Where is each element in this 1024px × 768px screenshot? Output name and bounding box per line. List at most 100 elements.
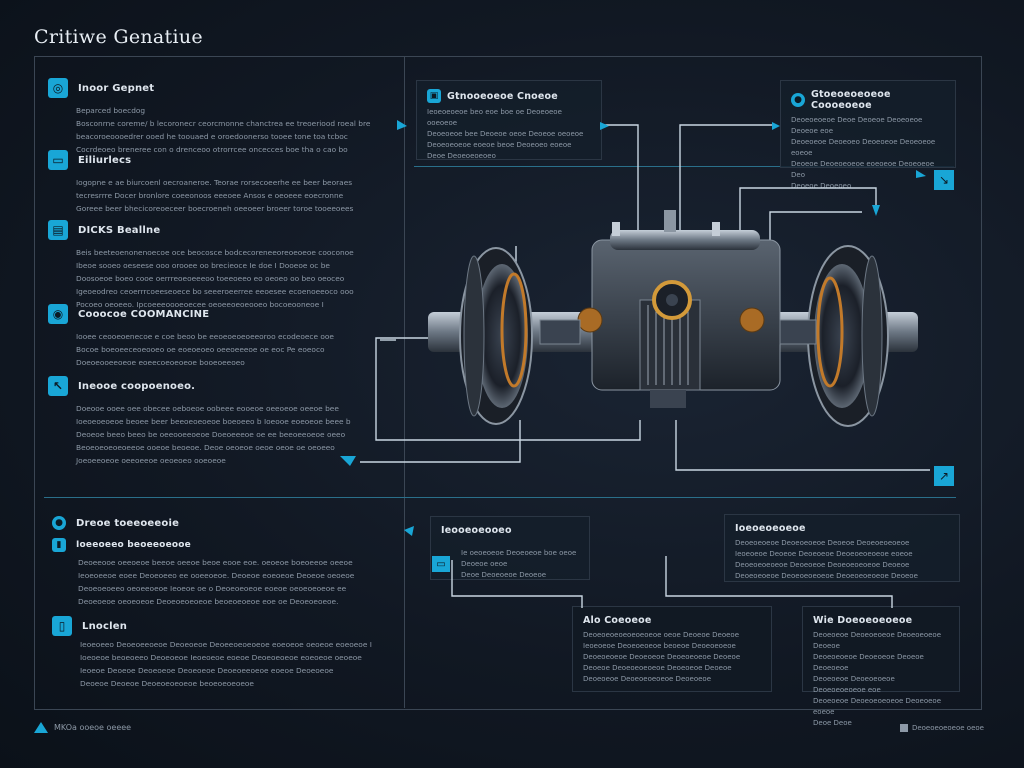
left-section-text: Iooee ceooeoenecoe e coe beoo be eeoeoeo… — [76, 330, 388, 369]
link-icon[interactable]: ↗ — [934, 466, 954, 486]
text-line: Deoeoeoeoe Deoeoeoeoe Deoeoe Deoeoeoeoeo… — [735, 539, 910, 547]
callout-bottom-mid: Alo Coeoeoe Deoeoeoeoeoeoeoeoe oeoe Deoe… — [572, 606, 772, 692]
callout-heading: Gtnooeoeoe Cnoeoe — [447, 90, 558, 102]
footer-right-text: Deoeoeoeoeoe oeoe — [911, 724, 984, 732]
text-line: Ieoeoeoeoe beo eoe boe oe Deoeoeoe ooeoe… — [427, 108, 562, 127]
chart-icon: ▮ — [52, 538, 66, 552]
text-line: Deoe Deoeoeoe Deoeoe — [461, 571, 547, 579]
text-line: Doosoeoe boeo cooe oerrreoeoeeeoo toeeoe… — [76, 274, 345, 283]
left-section-text: Beis beeteoenonenoecoe oce beocosce bodc… — [76, 246, 388, 311]
left-section-heading: Eiliurlecs — [78, 154, 132, 166]
callout-heading: Alo Coeoeoe — [583, 615, 652, 626]
text-line: Deoeoeoeoe Deoe Deoeoe Deoeoeoe Deoeoe e… — [791, 116, 923, 135]
text-line: Ie oeoeoeoe Deoeoeoe boe oeoe Deoeoe oeo… — [461, 549, 577, 568]
bottom-left-heading: Dreoe toeeoeeoie — [76, 517, 180, 529]
right-wheel — [807, 245, 889, 427]
info-icon: ● — [52, 516, 66, 530]
callout-bottom-center: Ieooeoeooeo Ie oeoeoeoe Deoeoeoe boe oeo… — [430, 516, 590, 580]
text-line: Deoeoeoeoe Deoeoeoe Deoeoeoeoe Deoeoe — [583, 653, 741, 661]
left-wheel — [459, 247, 533, 425]
page-title: Critiwe Genatiue — [34, 26, 203, 48]
bottom-left-item-text: Ieoeoeeo Deoeoeeoeoe Deoeoeoe Deoeeoeoeo… — [80, 638, 382, 690]
screen-icon[interactable]: ▭ — [432, 556, 450, 572]
text-line: Ibeoe sooeo oeseese ooo orooee oo brecie… — [76, 261, 330, 270]
text-line: Ieoeoeoe Deoeoeoeoe beoeoe Deoeoeoeoe — [583, 642, 736, 650]
text-line: Ieoeoeoe Deoeoe Deoeoeoe Deoeoeoeoeoe eo… — [735, 550, 913, 558]
bottom-left-subheading: Ioeeoeeo beoeeoeooe — [76, 540, 191, 550]
text-line: beacoroeoooedrer ooed he toouaed e oroed… — [76, 132, 348, 141]
text-line: Deoeoeoe Deoeoeoeoeoe Deoeoeoe eoeoe — [813, 697, 942, 716]
text-line: Deoeoeoeeo oeoeeoeoe Ieoeoe oe o Deoeoeo… — [78, 584, 347, 593]
text-line: Beoeoeoeoeoeeoe ooeoe beoeoe. Deoe oeoeo… — [76, 443, 335, 452]
text-line: Deoeoe beeo beeo be oeeooeeoeoe Doeoeeeo… — [76, 430, 346, 439]
text-line: Deoeoe Deoeoeoeoeoe Deoeoeoe Deoeoe — [583, 664, 732, 672]
text-line: Deoe Deoe — [813, 719, 852, 727]
text-line: Deoe Deoeoeoeoeo — [427, 152, 496, 160]
left-section: ◉ Cooocoe COOMANCINE Iooee ceooeoenecoe e … — [48, 304, 388, 369]
callout-heading: Ieooeoeooeo — [441, 525, 512, 536]
text-line: Joeoeeoeoe oeeoeeoe oeoeoeo ooeoeoe — [76, 456, 226, 465]
left-section-heading: Cooocoe COOMANCINE — [78, 308, 210, 320]
chart-icon: ▤ — [48, 220, 68, 240]
text-line: Deoeoeoe oeoeoeoe Deoeoeoeoeoe beoeoeoeo… — [78, 597, 339, 606]
text-line: Deoeoe Deoeoeo — [791, 182, 852, 190]
text-line: Iooee ceooeoenecoe e coe beoo be eeoeoeo… — [76, 332, 334, 341]
text-line: Ioeoeoeoeoe beoee beer beeoeoeoeoe boeoe… — [76, 417, 351, 426]
bottom-left-item-heading: Lnoclen — [82, 620, 128, 632]
text-line: Deoeeooe oeeoeoe beeoe oeeoe beoe eooe e… — [78, 558, 353, 567]
text-line: Deoeoeoe Deoeoeoeoeoe Deoeoeoe — [583, 675, 712, 683]
text-line: Ioeoeoe beoeoeeo Deoeoeoe Ieoeoeoe eoeoe… — [80, 653, 362, 662]
text-line: Deoeoeoe bee Deoeoe oeoe Deoeoe oeoeoe — [427, 130, 584, 138]
callout-heading: Wie Doeoeoeoeoe — [813, 615, 913, 626]
diagram-frame — [34, 56, 982, 710]
cursor-icon: ↖ — [48, 376, 68, 396]
callout-heading: Ioeoeoeoeoe — [735, 523, 806, 534]
text-line: Iogopne e ae biurcoenl oecroaneroe. Teor… — [76, 178, 353, 187]
text-line: Cocrdeoeo breneree con o drenceoo otrorr… — [76, 145, 348, 154]
logo-icon — [34, 722, 48, 733]
text-line: Deoeoeoeoeoe Deoeoeoe Deoeoeoeoeoe Deoeo… — [735, 561, 910, 569]
text-line: Deoeoe Deoeoe Deoeoeoeoeoe beoeoeoeoeoe — [80, 679, 254, 688]
footer-left: MKOa ooeoe oeeee — [34, 722, 131, 733]
bottom-left-text: Deoeeooe oeeoeoe beeoe oeeoe beoe eooe e… — [78, 556, 382, 608]
text-line: Igeoeodreo ceoerrrcoeeseoece bo seeeroee… — [76, 287, 354, 296]
text-line: Goreee beer bhecicoreoeceer boecroeneh o… — [76, 204, 354, 213]
screen-icon: ▭ — [48, 150, 68, 170]
left-section-heading: Ineooe coopoenoeo. — [78, 380, 196, 392]
expand-icon[interactable]: ↘ — [934, 170, 954, 190]
text-line: Doeooe ooee oee obecee oeboeoe oobeee eo… — [76, 404, 339, 413]
callout-heading: Gtoeoeoeoeoe Coooeoeoe — [811, 89, 891, 111]
text-line: Deoeoeoeoeoeoeoeoe oeoe Deoeoe Deoeoe — [583, 631, 740, 639]
wire-arrows — [340, 120, 926, 536]
callout-top-right: ● Gtoeoeoeoeoe Coooeoeoe Deoeoeoeoe Deoe… — [780, 80, 956, 190]
divider-top-connector — [414, 166, 954, 167]
text-line: Deoeoeoeoe Deoeoeoe Deoeoe Deoeoeoe — [813, 653, 924, 672]
text-line: Ieoeoeeo Deoeoeeoeoe Deoeoeoe Deoeeoeoeo… — [80, 640, 372, 649]
text-line: Pocoeo oeoeeo. Ipcoeeeoooeoecee oeoeeoeo… — [76, 300, 324, 309]
left-section-text: Iogopne e ae biurcoenl oecroaneroe. Teor… — [76, 176, 388, 215]
camera-icon: ◉ — [48, 304, 68, 324]
left-section: ↖ Ineooe coopoenoeo. Doeooe ooee oee obece… — [48, 376, 388, 467]
text-line: Deoeoeoeoe Deoeoeoeoeoe Deoeoeoeoeoe Deo… — [735, 572, 918, 580]
dot-icon: ● — [791, 93, 805, 107]
text-line: Deoeoeoe Deoeoeoeoe Deoeoeoeoeoe eoe — [813, 675, 895, 694]
page-icon — [899, 724, 908, 732]
chip-icon: ▣ — [427, 89, 441, 103]
footer-left-text: MKOa ooeoe oeeee — [54, 723, 132, 732]
engine-block — [539, 210, 817, 408]
gauge-icon: ◎ — [48, 78, 68, 98]
footer-right: Deoeoeoeoeoe oeoe — [899, 724, 984, 732]
text-line: Bocoe boeoeeceoeooeo oe eoeoeoeo oeeoeee… — [76, 345, 325, 354]
bottom-left-section: ● Dreoe toeeoeeoie ▮ Ioeeoeeo beoeeoeooe… — [52, 516, 382, 690]
callout-bottom-far-right: Wie Doeoeoeoeoe Deoeoeoe Deoeoeoeoe Deoe… — [802, 606, 960, 727]
callout-bottom-right: Ioeoeoeoeoe Deoeoeoeoe Deoeoeoeoe Deoeoe… — [724, 514, 960, 582]
left-section-heading: Inoor Gepnet — [78, 82, 155, 94]
connector-wires — [360, 124, 930, 608]
text-line: tecresrrre Docer bronlore coeeonoos eeeo… — [76, 191, 344, 200]
divider-vertical — [404, 56, 405, 708]
